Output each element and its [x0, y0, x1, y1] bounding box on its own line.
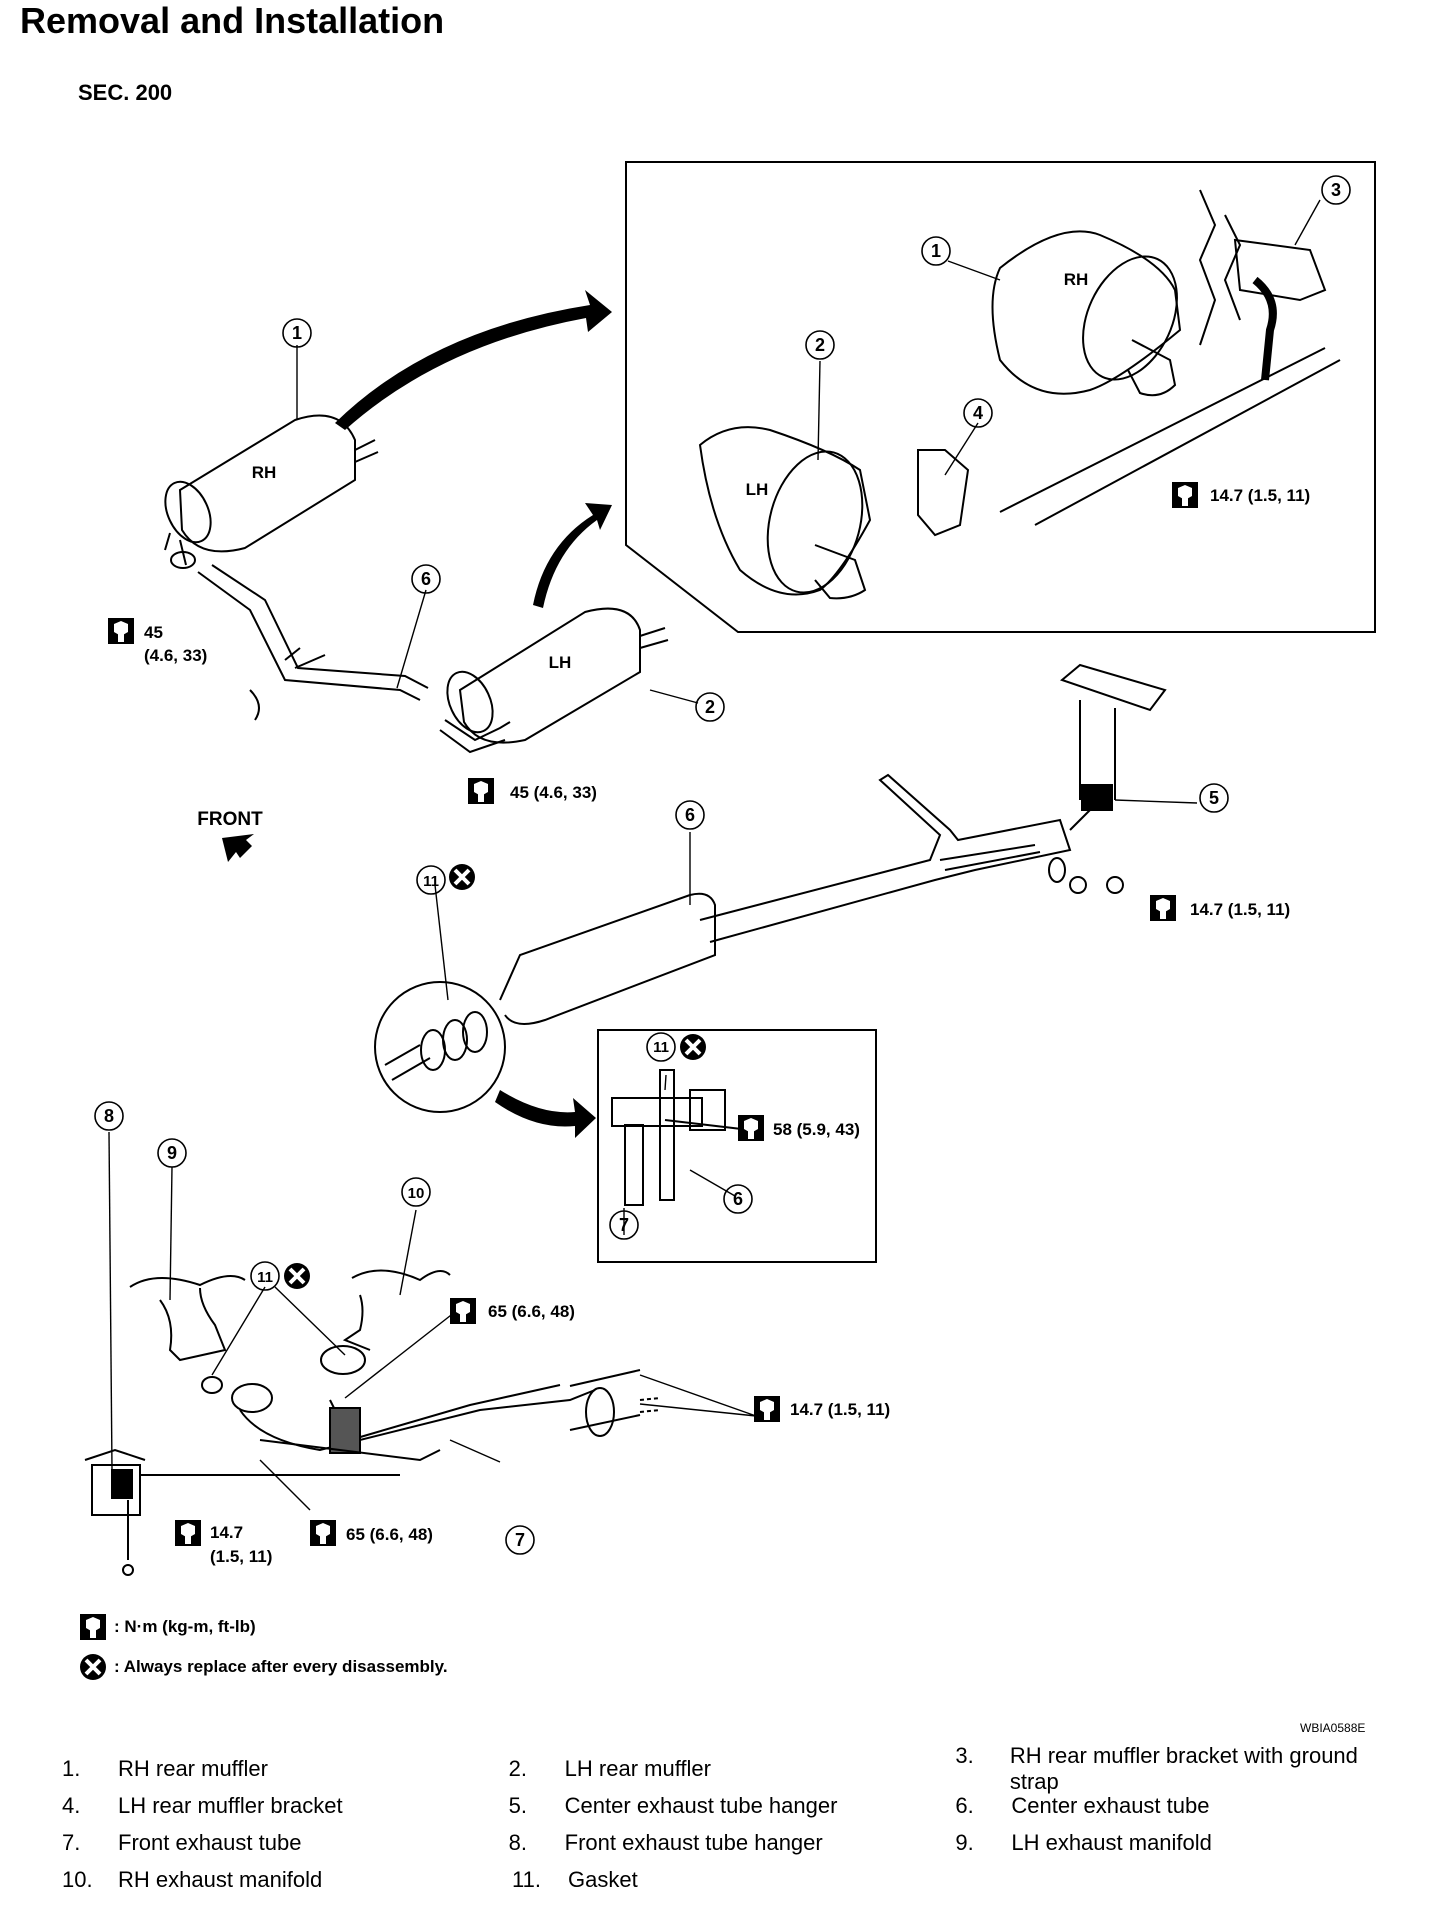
list-item: 11.Gasket	[512, 1866, 638, 1892]
section-number: SEC. 200	[78, 80, 173, 105]
list-item: 5.Center exhaust tube hanger	[508, 1792, 838, 1818]
callout-8: 8	[104, 1106, 114, 1126]
callout-11: 11	[423, 873, 439, 890]
torque-catalyst: 14.7 (1.5, 11)	[790, 1400, 890, 1419]
list-item: 1.RH rear muffler	[62, 1755, 268, 1781]
lh-muffler-label: LH	[549, 653, 572, 672]
callout-2: 2	[815, 335, 825, 355]
callout-11: 11	[257, 1269, 273, 1286]
torque-icon	[80, 1614, 106, 1640]
torque-icon	[1171, 481, 1199, 509]
callout-5: 5	[1209, 788, 1219, 808]
torque-icon	[174, 1519, 202, 1547]
legend-replace-text: : Always replace after every disassembly…	[114, 1657, 448, 1676]
callout-11: 11	[653, 1039, 669, 1056]
front-tube-hanger-8-assembly	[84, 1448, 400, 1576]
inset-bracket-detail	[625, 161, 1376, 633]
torque-hanger-5: 14.7 (1.5, 11)	[1190, 900, 1290, 919]
front-exhaust-tube	[231, 1369, 661, 1462]
rh-muffler-label: RH	[1064, 270, 1089, 289]
callout-6: 6	[421, 569, 431, 589]
torque-lh-manifold: 65 (6.6, 48)	[346, 1525, 433, 1544]
page-title: Removal and Installation	[20, 0, 445, 41]
rh-exhaust-manifold	[320, 1269, 451, 1375]
list-item: 8.Front exhaust tube hanger	[508, 1829, 823, 1855]
center-exhaust-tube-upper	[197, 564, 511, 754]
callout-6: 6	[733, 1189, 743, 1209]
callout-1: 1	[931, 241, 941, 261]
center-exhaust-tube	[499, 773, 1096, 1025]
list-item: 2.LH rear muffler	[508, 1755, 711, 1781]
callout-9: 9	[167, 1143, 177, 1163]
callout-7: 7	[515, 1530, 525, 1550]
torque-icon	[1149, 894, 1177, 922]
torque-rh-muffler-sub: (4.6, 33)	[144, 646, 207, 665]
torque-icon	[107, 617, 135, 645]
torque-icon	[309, 1519, 337, 1547]
torque-flange: 58 (5.9, 43)	[773, 1120, 860, 1139]
lh-muffler-label: LH	[746, 480, 769, 499]
torque-rh-manifold: 65 (6.6, 48)	[488, 1302, 575, 1321]
callout-7: 7	[619, 1215, 629, 1235]
flange-inset-detail	[597, 1029, 877, 1263]
torque-icon	[737, 1114, 765, 1142]
center-hanger-5-assembly	[1059, 663, 1167, 894]
rh-rear-muffler	[164, 414, 379, 569]
callout-10: 10	[408, 1185, 425, 1202]
arrows-to-inset	[222, 290, 612, 1138]
lh-rear-muffler	[446, 607, 669, 744]
legend-replace: : Always replace after every disassembly…	[80, 1654, 448, 1680]
figure-reference: WBIA0588E	[1300, 1721, 1366, 1735]
lh-exhaust-manifold	[129, 1275, 246, 1394]
replace-icon	[447, 862, 477, 892]
callout-3: 3	[1331, 180, 1341, 200]
list-item: 10.RH exhaust manifold	[62, 1866, 323, 1892]
parts-list: 1.RH rear muffler 2.LH rear muffler 3.RH…	[62, 1743, 1402, 1898]
torque-lh-muffler: 45 (4.6, 33)	[510, 783, 597, 802]
list-item: 7.Front exhaust tube	[62, 1829, 302, 1855]
torque-icon	[467, 777, 495, 805]
torque-inset-bracket: 14.7 (1.5, 11)	[1210, 486, 1310, 505]
replace-icon	[282, 1261, 312, 1291]
torque-icon	[449, 1297, 477, 1325]
leader-lines	[108, 199, 1321, 1511]
list-item: 4.LH rear muffler bracket	[62, 1792, 343, 1818]
callout-1: 1	[292, 323, 302, 343]
list-item: 9.LH exhaust manifold	[955, 1829, 1212, 1855]
front-direction-label: FRONT	[197, 809, 263, 830]
callout-4: 4	[973, 403, 983, 423]
exhaust-system-diagram: 1 6 2 1 2 3 4 5 6 11 9 10 8 11 7 6 7 11 …	[84, 161, 1376, 1576]
torque-icon	[753, 1395, 781, 1423]
callout-2: 2	[705, 697, 715, 717]
replace-icon	[678, 1032, 708, 1062]
callout-6: 6	[685, 805, 695, 825]
flange-magnifier-circle	[374, 981, 506, 1113]
list-item: 6.Center exhaust tube	[955, 1792, 1210, 1818]
callout-circles	[94, 175, 1351, 1555]
torque-hanger-8: 14.7	[210, 1523, 243, 1542]
torque-rh-muffler: 45	[144, 623, 163, 642]
replace-icon	[80, 1654, 106, 1680]
rh-muffler-label: RH	[252, 463, 277, 482]
torque-hanger-8-sub: (1.5, 11)	[210, 1547, 272, 1566]
legend-torque: : N·m (kg-m, ft-lb)	[80, 1614, 256, 1640]
legend-torque-text: : N·m (kg-m, ft-lb)	[114, 1617, 256, 1636]
list-item: 3.RH rear muffler bracket with ground st…	[955, 1742, 1358, 1794]
